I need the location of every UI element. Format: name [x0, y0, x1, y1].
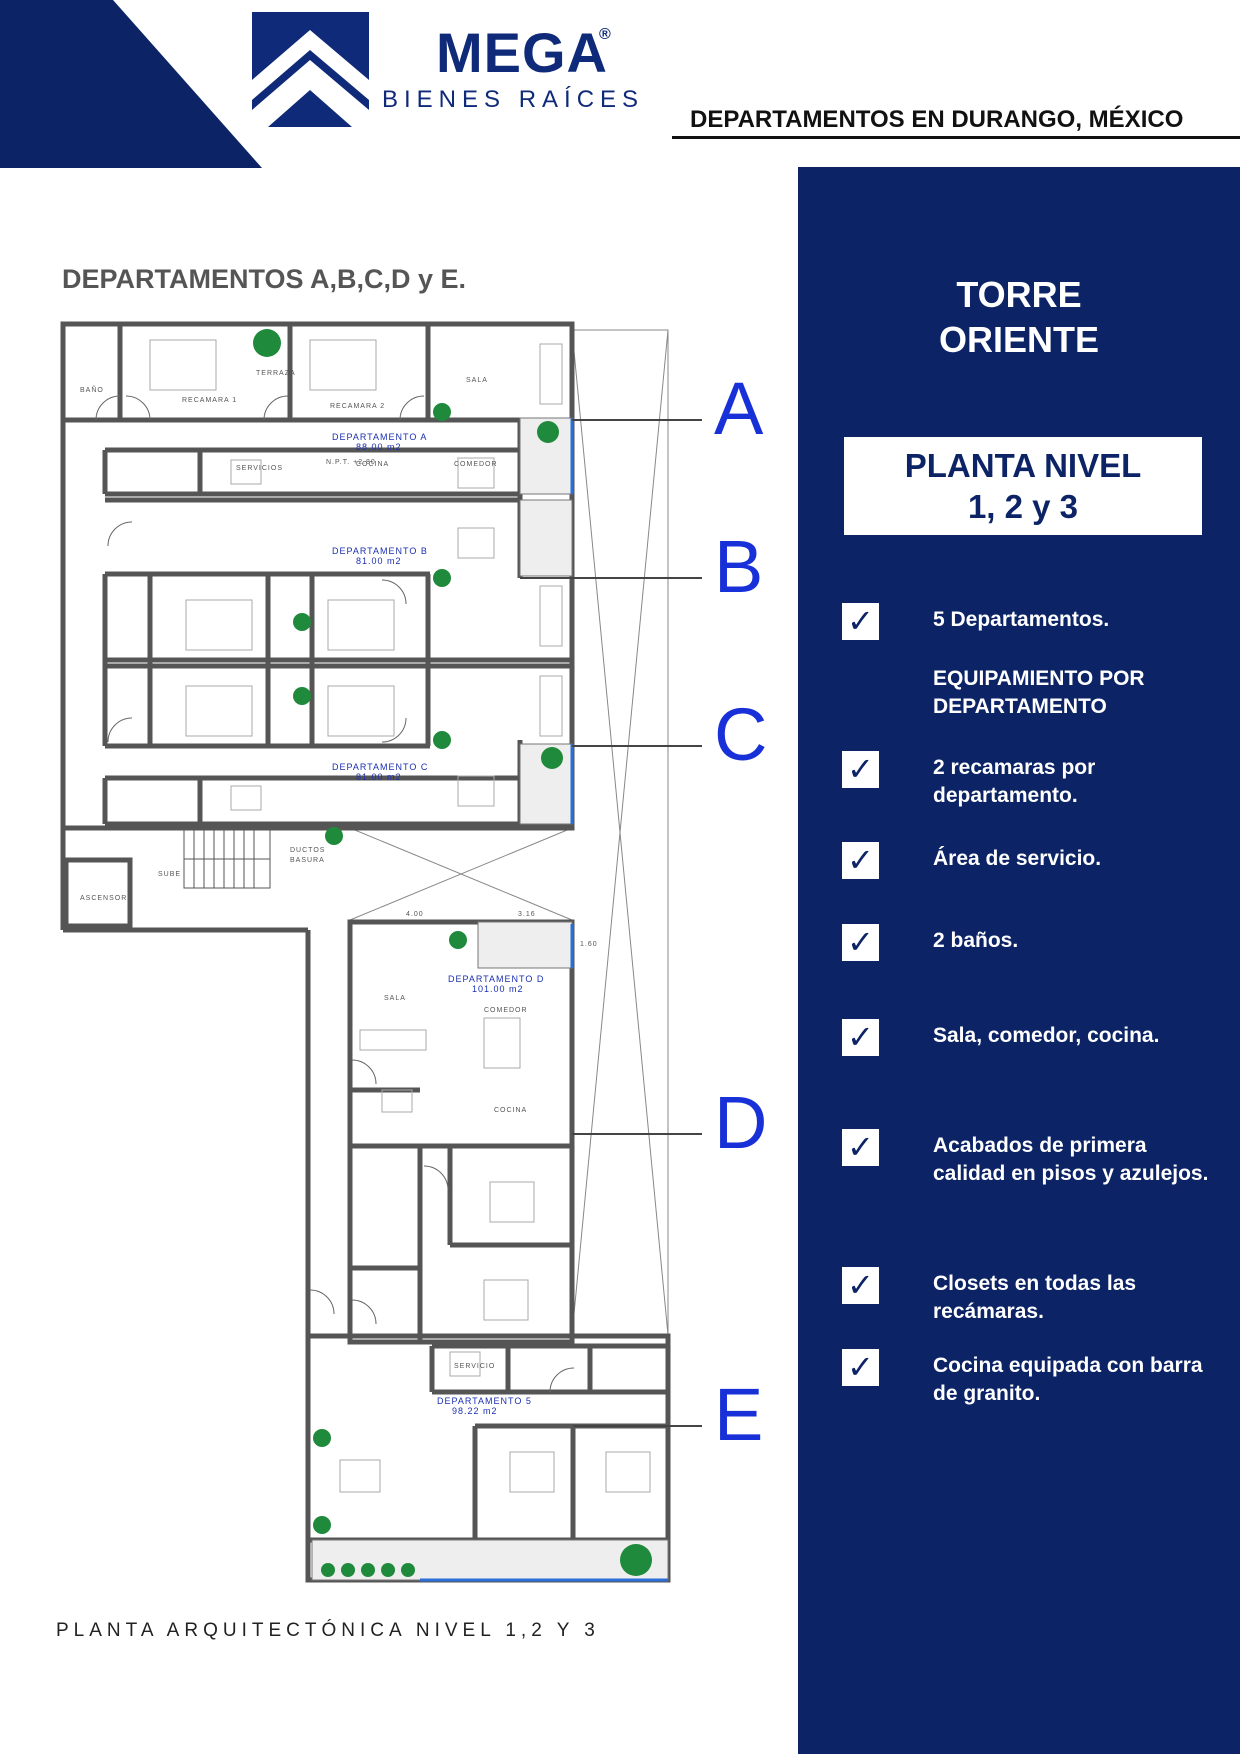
room-label-recamara-2: RECAMARA 2	[330, 403, 385, 410]
equipment-heading: EQUIPAMIENTO POR DEPARTAMENTO	[933, 667, 1145, 718]
room-label-sala-d: SALA	[384, 995, 406, 1002]
room-label-bano: BAÑO	[80, 385, 104, 394]
checkbox-checked-icon: ✓	[842, 1019, 879, 1056]
room-label-comedor: COMEDOR	[454, 461, 498, 468]
room-label-terraza: TERRAZA	[256, 370, 296, 377]
checkbox-checked-icon: ✓	[842, 842, 879, 879]
registered-mark: ®	[599, 26, 611, 43]
level-box-line-1: PLANTA NIVEL	[904, 447, 1142, 484]
unit-area-a: 88.00 m2	[356, 442, 402, 452]
checkbox-checked-icon: ✓	[842, 1129, 879, 1166]
corner-triangle-decoration	[0, 0, 262, 168]
room-label-comedor-d: COMEDOR	[484, 1007, 528, 1014]
feature-text: Área de servicio.	[933, 847, 1102, 870]
room-label-cocina-d: COCINA	[494, 1107, 527, 1114]
feature-text: Sala, comedor, cocina.	[933, 1024, 1160, 1047]
level-box-line-2: 1, 2 y 3	[967, 488, 1079, 525]
features-sidebar: TORRE ORIENTE PLANTA NIVEL 1, 2 y 3 ✓ 5 …	[798, 167, 1240, 1754]
feature-text: 5 Departamentos.	[933, 608, 1110, 631]
unit-label-e: DEPARTAMENTO 5	[437, 1396, 532, 1406]
unit-marker-a: A	[714, 367, 764, 450]
room-label-basura: BASURA	[290, 857, 325, 864]
unit-label-c: DEPARTAMENTO C	[332, 762, 428, 772]
room-label-cocina: COCINA	[356, 461, 389, 468]
room-label-ductos: DUCTOS	[290, 847, 325, 854]
unit-marker-c: C	[714, 693, 767, 776]
plan-caption: PLANTA ARQUITECTÓNICA NIVEL 1,2 Y 3	[56, 1620, 600, 1641]
feature-text: Acabados de primera calidad en pisos y a…	[933, 1134, 1209, 1185]
unit-marker-e: E	[714, 1373, 763, 1456]
brand-subtitle: BIENES RAÍCES	[382, 86, 645, 113]
dimension-1: 4.00	[406, 911, 424, 918]
level-note-npt: N.P.T. +2.80	[326, 459, 376, 466]
feature-text: 2 recamaras por departamento.	[933, 756, 1096, 807]
floor-plan-drawing: A B C D E DEPARTAMENTO A 88.00 m2 DEPART…	[60, 321, 767, 1583]
dimension-3: 1.60	[580, 941, 598, 948]
checkbox-checked-icon: ✓	[842, 924, 879, 961]
room-label-sala: SALA	[466, 377, 488, 384]
unit-label-b: DEPARTAMENTO B	[332, 546, 428, 556]
mega-logo-icon	[252, 12, 369, 127]
unit-area-b: 81.00 m2	[356, 556, 402, 566]
checkbox-checked-icon: ✓	[842, 603, 879, 640]
room-label-servicios: SERVICIOS	[236, 465, 283, 472]
room-label-sube: SUBE	[158, 871, 181, 878]
unit-marker-b: B	[714, 525, 763, 608]
room-label-ascensor: ASCENSOR	[80, 895, 127, 902]
tower-title-line-1: TORRE	[956, 274, 1082, 315]
plan-title: DEPARTAMENTOS A,B,C,D y E.	[62, 264, 467, 294]
feature-text: Closets en todas las recámaras.	[933, 1272, 1137, 1323]
feature-text: 2 baños.	[933, 929, 1019, 952]
unit-area-c: 81.00 m2	[356, 772, 402, 782]
header-divider	[672, 136, 1240, 139]
unit-label-a: DEPARTAMENTO A	[332, 432, 427, 442]
unit-marker-d: D	[714, 1081, 767, 1164]
brand-name: MEGA	[436, 21, 608, 84]
tower-title-line-2: ORIENTE	[938, 319, 1099, 360]
header-subtitle: DEPARTAMENTOS EN DURANGO, MÉXICO	[690, 106, 1184, 133]
tower-title: TORRE ORIENTE	[798, 272, 1240, 362]
dimension-2: 3.16	[518, 911, 536, 918]
level-box: PLANTA NIVEL 1, 2 y 3	[844, 437, 1202, 535]
unit-area-d: 101.00 m2	[472, 984, 524, 994]
checkbox-checked-icon: ✓	[842, 1349, 879, 1386]
feature-text: Cocina equipada con barra de granito.	[933, 1354, 1203, 1405]
room-label-recamara-1: RECAMARA 1	[182, 397, 237, 404]
unit-label-d: DEPARTAMENTO D	[448, 974, 544, 984]
checkbox-checked-icon: ✓	[842, 1267, 879, 1304]
checkbox-checked-icon: ✓	[842, 751, 879, 788]
unit-area-e: 98.22 m2	[452, 1406, 498, 1416]
room-label-servicio: SERVICIO	[454, 1363, 495, 1370]
